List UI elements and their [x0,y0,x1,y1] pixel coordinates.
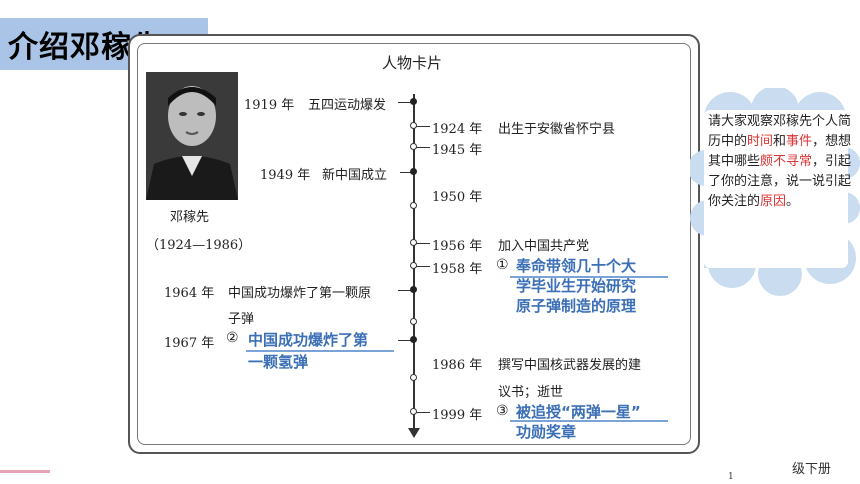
timeline-year: 1924 年 [432,122,483,137]
timeline-node [410,374,417,381]
connector [416,266,430,267]
timeline-node [410,286,417,293]
connector [400,172,412,173]
timeline-node [410,318,417,325]
prompt-text: ，引起了你的注意，说一说引起你关注的 [708,154,852,209]
answer-underline [510,276,668,278]
accent-bar [0,470,50,473]
answer-marker: ③ [496,403,509,419]
timeline-year: 1949 年 [260,168,311,183]
timeline-year: 1958 年 [432,262,483,277]
timeline-event: 中国成功爆炸了第一颗原 [228,286,372,301]
answer-marker: ② [226,330,239,346]
answer-underline [246,350,394,352]
timeline-node [410,143,417,150]
keyword-event: 事件 [786,134,813,149]
prompt-text: 。 [786,194,800,209]
connector [416,412,430,413]
timeline-year: 1945 年 [432,143,483,158]
timeline-event-cont: 子弹 [228,312,255,327]
timeline-node [410,336,417,343]
timeline-event-cont: 议书；逝世 [498,385,564,400]
prompt-text: 请大家观察邓稼先个人简历中的 [708,114,852,149]
handwritten-answer: 原子弹制造的原理 [516,297,637,315]
timeline-year: 1956 年 [432,239,483,254]
portrait-photo [146,72,238,200]
handwritten-answer: 被追授“两弹一星” [516,403,641,421]
timeline-event: 新中国成立 [322,168,388,183]
cloud-prompt: 请大家观察邓稼先个人简历中的时间和事件，想想其中哪些颇不寻常，引起了你的注意，说… [708,112,854,212]
prompt-text: 和 [773,134,787,149]
person-years: （1924—1986） [146,238,252,253]
person-name: 邓稼先 [170,210,210,225]
timeline-year: 1950 年 [432,190,483,205]
prompt-text: ，想想其中哪些 [708,134,852,169]
timeline-year: 1919 年 [244,98,295,113]
timeline-node [410,202,417,209]
timeline-year: 1964 年 [164,286,215,301]
timeline-node [410,408,417,415]
footer-label: 级下册 [792,462,832,477]
handwritten-answer: 学毕业生开始研究 [516,277,637,295]
connector [398,102,412,103]
timeline-year: 1967 年 [164,336,215,351]
timeline-node [410,168,417,175]
timeline-year: 1999 年 [432,408,483,423]
timeline-node [410,122,417,129]
page-number: 1 [728,472,734,482]
timeline-year: 1986 年 [432,358,483,373]
handwritten-answer: 一颗氢弹 [248,353,309,371]
timeline-event: 五四运动爆发 [308,98,387,113]
timeline-event: 加入中国共产党 [498,239,590,254]
timeline-node [410,239,417,246]
thought-cloud [690,88,860,296]
keyword-unusual: 颇不寻常 [760,154,813,169]
timeline-node [410,98,417,105]
handwritten-answer: 中国成功爆炸了第 [248,331,369,349]
answer-marker: ① [496,257,509,273]
connector [398,290,412,291]
card-inner-border [137,43,691,445]
keyword-reason: 原因 [760,194,787,209]
connector [416,126,430,127]
answer-underline [510,420,668,422]
handwritten-answer: 奉命带领几十个大 [516,257,637,275]
handwritten-answer: 功勋奖章 [516,423,577,441]
timeline-event: 撰写中国核武器发展的建 [498,358,642,373]
timeline-event: 出生于安徽省怀宁县 [498,122,616,137]
timeline-arrow [408,428,420,438]
connector [398,340,412,341]
connector [416,147,430,148]
card-title: 人物卡片 [382,54,443,72]
timeline-node [410,262,417,269]
keyword-time: 时间 [747,134,774,149]
connector [416,243,430,244]
